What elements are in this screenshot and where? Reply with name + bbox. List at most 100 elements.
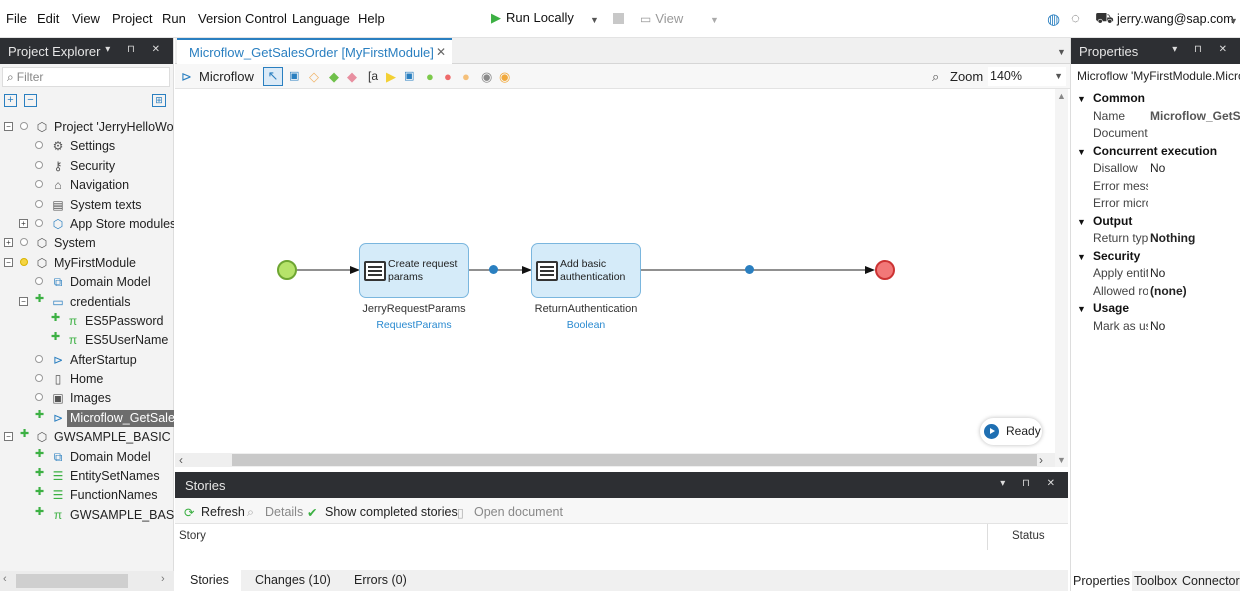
user-dropdown-chevron-icon[interactable]: ▼ — [1229, 16, 1238, 26]
scroll-up-icon[interactable]: ▲ — [1057, 91, 1066, 101]
tab-changes[interactable]: Changes (10) — [255, 573, 331, 587]
tree-item[interactable]: −⬡MyFirstModule — [0, 254, 174, 273]
refresh-button[interactable]: Refresh — [201, 505, 245, 519]
end-event-icon[interactable]: ● — [444, 69, 452, 84]
tab-toolbox[interactable]: Toolbox — [1134, 574, 1178, 588]
group-security[interactable]: ▼Security — [1071, 247, 1240, 265]
panel-controls[interactable]: ▾ ⊓ ✕ — [1172, 44, 1234, 55]
expand-toggle-icon[interactable]: + — [19, 218, 28, 228]
menu-version-control[interactable]: Version Control — [198, 11, 287, 26]
panel-controls[interactable]: ▾ ⊓ ✕ — [105, 44, 167, 55]
activity-tool-icon[interactable]: ▣ — [289, 70, 300, 82]
user-account[interactable]: jerry.wang@sap.com — [1117, 12, 1234, 26]
details-button[interactable]: Details — [265, 505, 304, 519]
collapse-toggle-icon[interactable]: − — [19, 296, 28, 306]
globe-icon[interactable]: ◍ — [1047, 11, 1061, 28]
error-event-icon[interactable]: ● — [462, 69, 470, 84]
flow-handle[interactable] — [489, 265, 498, 274]
group-usage[interactable]: ▼Usage — [1071, 299, 1240, 317]
tab-stories[interactable]: Stories — [190, 573, 229, 587]
canvas-horizontal-scrollbar[interactable]: ‹ › — [175, 453, 1055, 467]
annotation-icon[interactable]: [a — [368, 69, 379, 83]
microflow-canvas[interactable]: Create request params JerryRequestParams… — [175, 89, 1055, 453]
collapse-toggle-icon[interactable]: − — [4, 432, 13, 442]
menu-help[interactable]: Help — [358, 11, 385, 26]
tree-item[interactable]: ⌂Navigation — [0, 176, 174, 195]
tree-item[interactable]: ▯Home — [0, 370, 174, 389]
tab-microflow-getsalesorder[interactable]: Microflow_GetSalesOrder [MyFirstModule] … — [177, 38, 452, 75]
run-dropdown-chevron-icon[interactable]: ▼ — [590, 15, 599, 25]
pointer-tool-icon[interactable]: ↖ — [263, 67, 283, 86]
property-error-message[interactable]: Error message — [1071, 177, 1240, 195]
menu-run[interactable]: Run — [162, 11, 186, 26]
zoom-select[interactable]: 140%▼ — [988, 67, 1066, 86]
tree-item[interactable]: ✚☰EntitySetNames — [0, 467, 174, 486]
expand-toggle-icon[interactable]: + — [4, 238, 13, 248]
scroll-left-icon[interactable]: ‹ — [3, 573, 7, 585]
continue-event-icon[interactable]: ◉ — [481, 69, 493, 84]
cart-icon[interactable]: ⛟ — [1095, 10, 1114, 27]
activity-add-basic-authentication[interactable]: Add basic authentication — [531, 243, 641, 298]
menu-edit[interactable]: Edit — [37, 11, 60, 26]
close-icon[interactable]: ✕ — [435, 45, 446, 59]
stop-icon[interactable] — [613, 13, 624, 24]
collapse-all-icon[interactable]: − — [24, 94, 37, 107]
tree-item[interactable]: ⚙Settings — [0, 137, 174, 156]
tree-item[interactable]: ⊳AfterStartup — [0, 351, 174, 370]
tree-item[interactable]: ⧉Domain Model — [0, 273, 174, 292]
scroll-down-icon[interactable]: ▼ — [1057, 455, 1066, 465]
parameter-icon[interactable]: ▶ — [386, 69, 396, 84]
property-return-type[interactable]: Return typeNothing — [1071, 229, 1240, 247]
inheritance-split-icon[interactable]: ◆ — [329, 69, 339, 84]
tree-item[interactable]: −⬡Project 'JerryHelloWorld' — [0, 118, 174, 137]
collapse-toggle-icon[interactable]: − — [4, 257, 13, 267]
tree-item[interactable]: +⬡App Store modules — [0, 215, 174, 234]
open-document-button[interactable]: Open document — [474, 505, 563, 519]
tree-item[interactable]: ▤System texts — [0, 196, 174, 215]
menu-project[interactable]: Project — [112, 11, 153, 26]
panel-controls[interactable]: ▾ ⊓ ✕ — [1000, 478, 1062, 489]
tab-errors[interactable]: Errors (0) — [354, 573, 407, 587]
tree-item[interactable]: +⬡System — [0, 234, 174, 253]
tree-item[interactable]: −✚▭credentials — [0, 293, 174, 312]
start-event-icon[interactable]: ● — [426, 69, 434, 84]
property-error-microflow[interactable]: Error microflow — [1071, 194, 1240, 212]
tab-properties[interactable]: Properties — [1073, 574, 1130, 588]
tree-item[interactable]: ▣Images — [0, 389, 174, 408]
break-event-icon[interactable]: ◉ — [499, 69, 511, 84]
group-concurrent-execution[interactable]: ▼Concurrent execution — [1071, 142, 1240, 160]
column-header-status[interactable]: Status — [1012, 530, 1045, 542]
scroll-right-icon[interactable]: › — [161, 573, 165, 585]
group-output[interactable]: ▼Output — [1071, 212, 1240, 230]
scrollbar-thumb[interactable] — [232, 454, 1037, 466]
scroll-right-icon[interactable]: › — [1039, 453, 1043, 467]
column-header-story[interactable]: Story — [179, 530, 206, 542]
collapse-toggle-icon[interactable]: − — [4, 122, 13, 131]
tree-item[interactable]: ⚷Security — [0, 157, 174, 176]
tab-list-chevron-icon[interactable]: ▼ — [1057, 47, 1066, 57]
loop-icon[interactable]: ▣ — [404, 70, 415, 82]
scrollbar-thumb[interactable] — [16, 574, 128, 588]
exclusive-split-icon[interactable]: ◇ — [309, 69, 319, 84]
tab-connector[interactable]: Connector — [1182, 574, 1240, 588]
link-editor-icon[interactable]: ⊞ — [152, 94, 166, 107]
menu-language[interactable]: Language — [292, 11, 350, 26]
menu-view[interactable]: View — [72, 11, 100, 26]
property-mark-as-used[interactable]: Mark as usedNo — [1071, 317, 1240, 335]
property-apply-entity-access[interactable]: Apply entity accessNo — [1071, 264, 1240, 282]
expand-all-icon[interactable]: + — [4, 94, 17, 107]
activity-create-request-params[interactable]: Create request params — [359, 243, 469, 298]
chat-icon[interactable]: ◌ — [1071, 10, 1080, 27]
show-completed-toggle[interactable]: Show completed stories — [325, 505, 458, 519]
view-dropdown-chevron-icon[interactable]: ▼ — [710, 15, 719, 25]
project-explorer-scrollbar[interactable]: ‹ › — [0, 571, 174, 591]
end-event[interactable] — [875, 260, 895, 280]
menu-file[interactable]: File — [6, 11, 27, 26]
run-locally-button[interactable]: ▶Run Locally — [491, 10, 574, 26]
start-event[interactable] — [277, 260, 297, 280]
